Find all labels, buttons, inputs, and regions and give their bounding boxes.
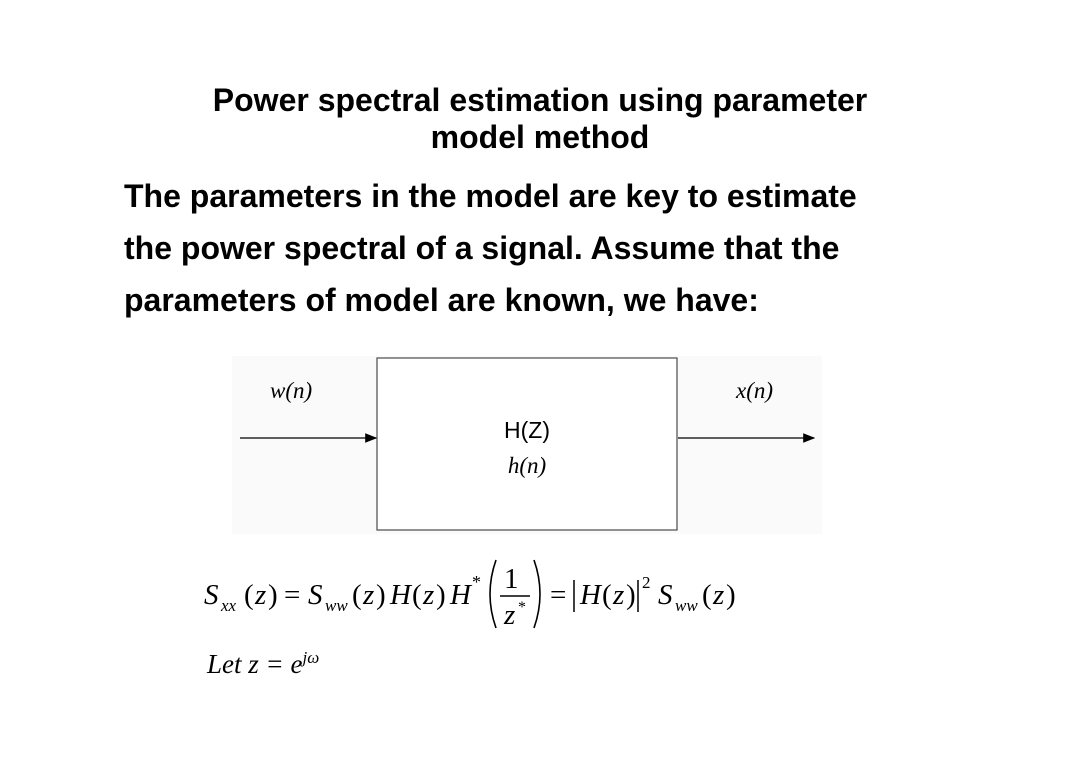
svg-text:1: 1 [504,563,519,595]
block-diagram: w(n) x(n) H(Z) h(n) [232,356,822,534]
svg-text:H: H [389,579,413,611]
svg-text:(: ( [244,579,254,611]
page-title: Power spectral estimation using paramete… [0,82,1080,156]
svg-text:S: S [308,579,323,611]
svg-text:z: z [503,599,515,631]
output-label: x(n) [735,378,773,403]
system-block [376,357,678,531]
svg-text:(: ( [702,579,712,611]
svg-text:=: = [550,579,566,611]
svg-text:=: = [284,579,300,611]
svg-text:ww: ww [325,596,348,615]
svg-text:z: z [362,579,374,611]
spectral-equation: S xx ( z ) = S ww ( z ) H ( z ) H * 1 z … [204,559,736,631]
svg-text:(: ( [602,579,612,611]
svg-text:S: S [204,579,219,611]
svg-text:): ) [726,579,736,611]
svg-text:H: H [579,579,603,611]
svg-text:xx: xx [220,596,237,615]
body-line-2: the power spectral of a signal. Assume t… [124,230,840,266]
block-sublabel: h(n) [508,453,546,478]
svg-text:(: ( [352,579,362,611]
svg-text:2: 2 [642,573,651,592]
title-line-1: Power spectral estimation using paramete… [212,82,868,118]
svg-text:z: z [712,579,724,611]
svg-text:*: * [472,572,481,592]
svg-text:ww: ww [675,596,698,615]
svg-text:): ) [268,579,278,611]
svg-text:H: H [449,579,473,611]
svg-text:z: z [612,579,624,611]
input-label: w(n) [270,378,312,403]
let-text: Let z = e [207,649,303,679]
svg-text:z: z [422,579,434,611]
svg-text:(: ( [412,579,422,611]
svg-text:): ) [376,579,386,611]
svg-text:S: S [658,579,673,611]
body-line-1: The parameters in the model are key to e… [124,178,857,214]
block-label: H(Z) [504,417,550,443]
let-exponent: jω [302,648,320,667]
title-line-2: model method [430,119,650,155]
body-paragraph: The parameters in the model are key to e… [124,170,1004,326]
svg-text:z: z [254,579,266,611]
svg-text:*: * [518,599,526,616]
let-equation: Let z = ejω [207,648,319,680]
svg-text:): ) [626,579,636,611]
body-line-3: parameters of model are known, we have: [124,282,759,318]
svg-text:): ) [436,579,446,611]
